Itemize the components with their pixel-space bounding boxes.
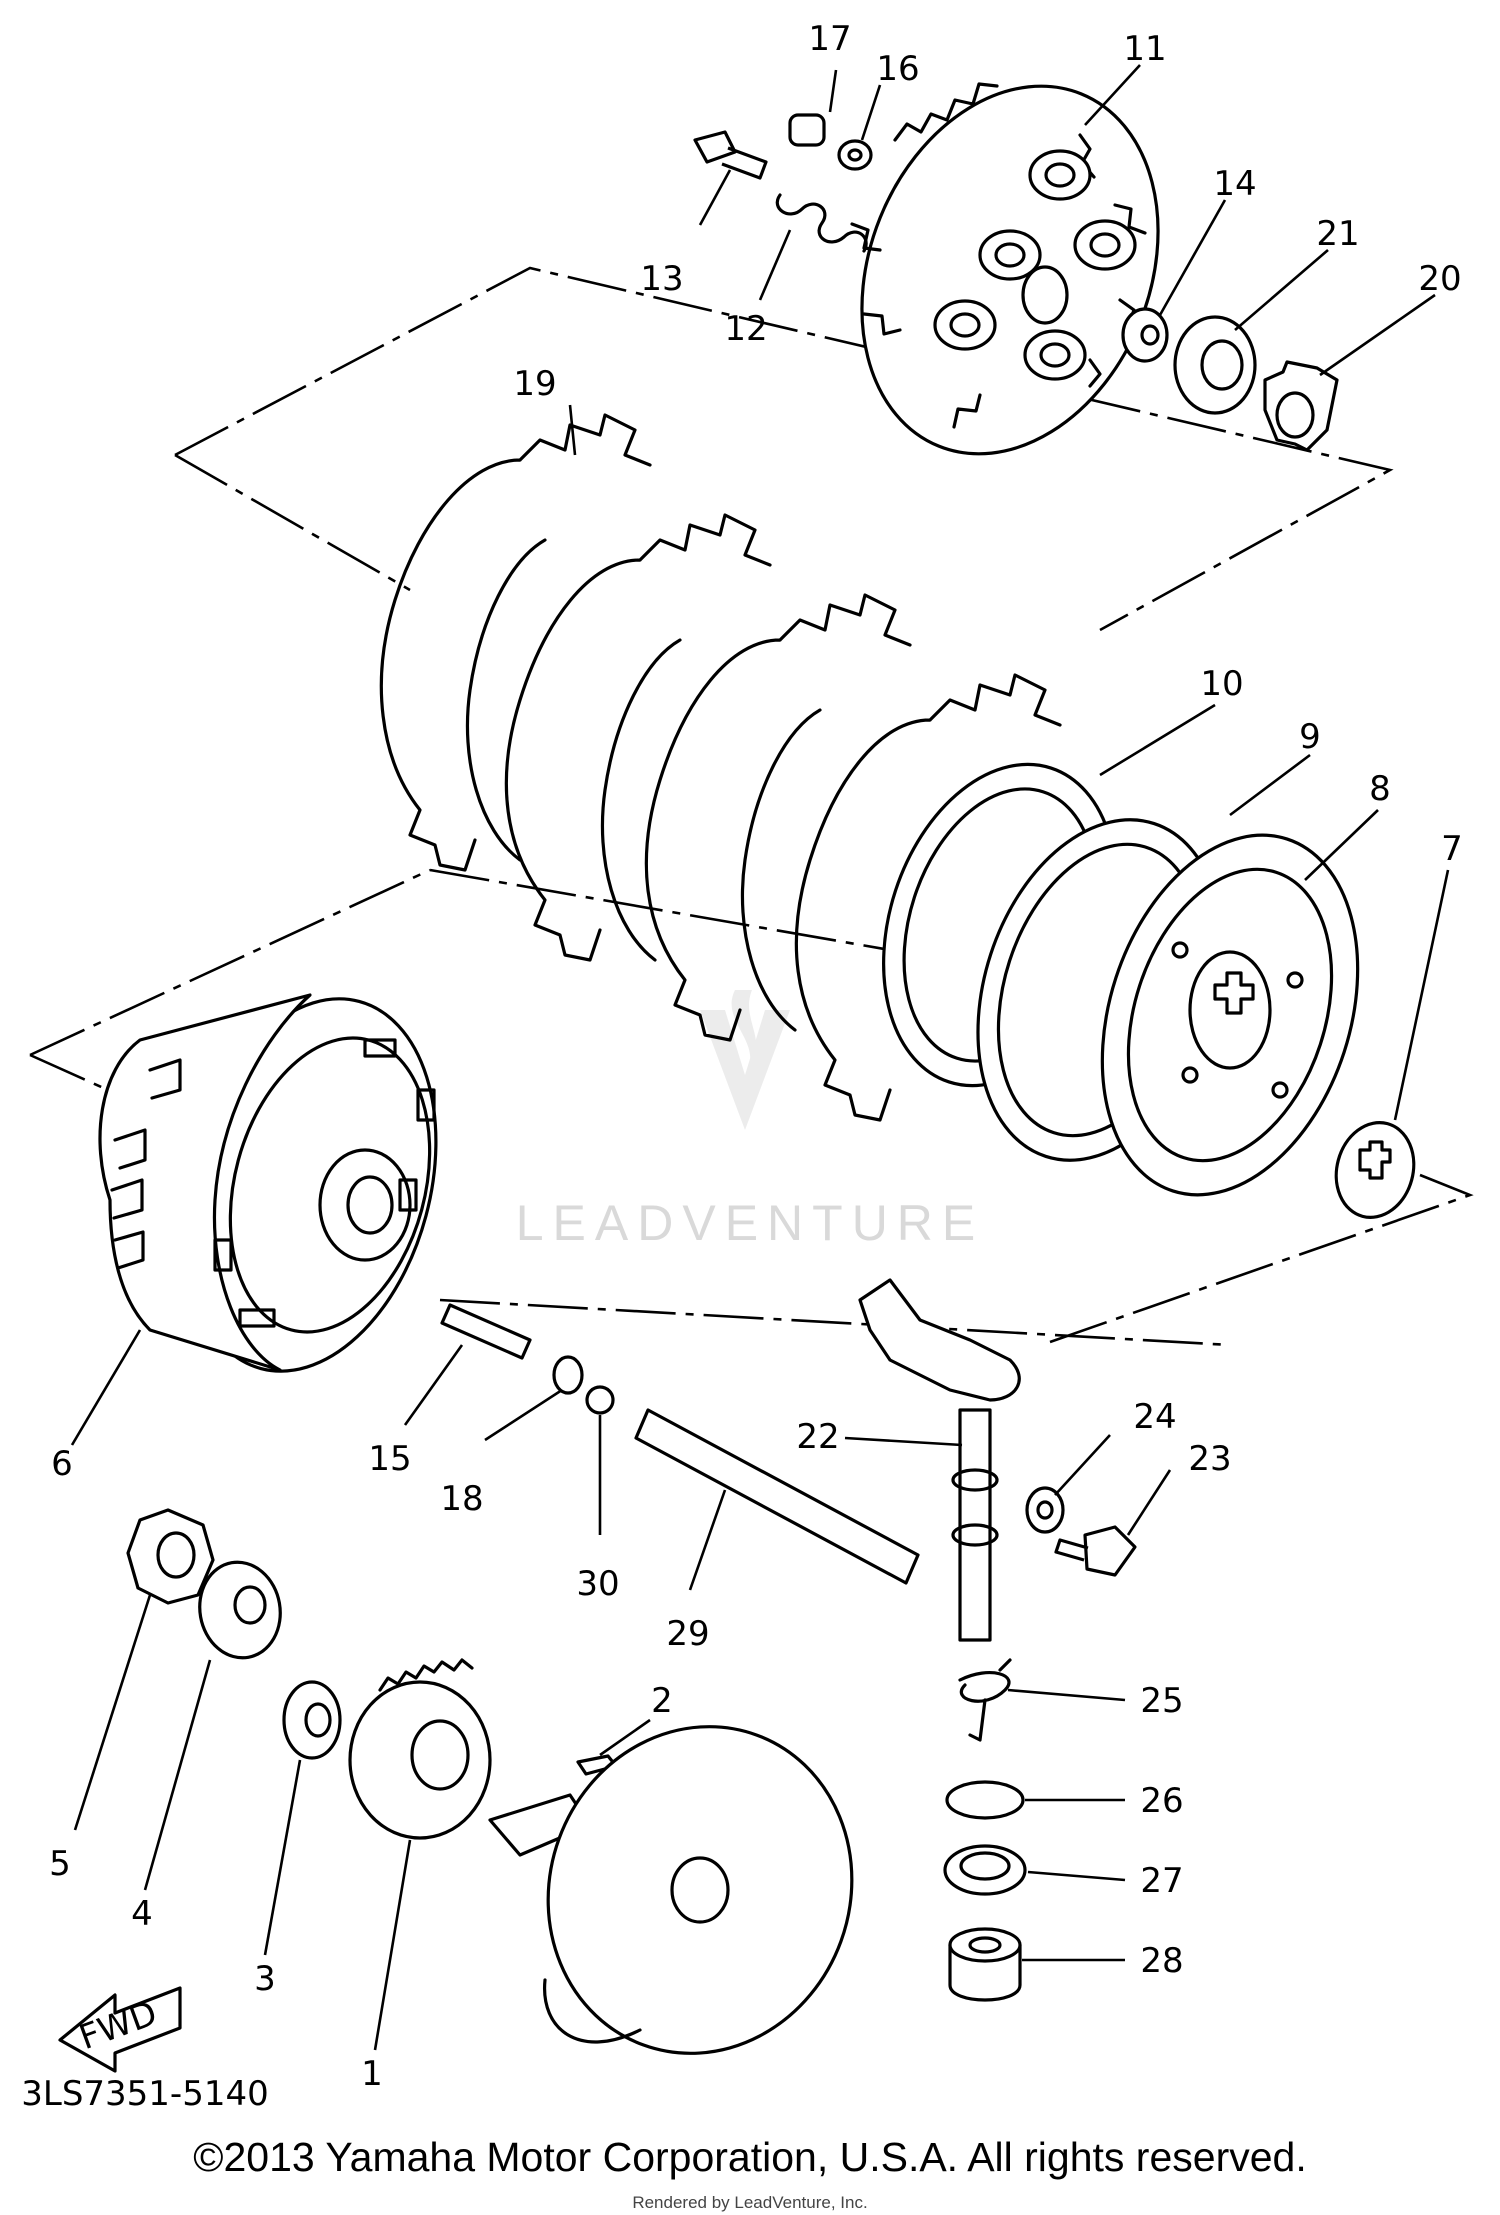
callout-23: 23 — [1188, 1439, 1231, 1479]
callout-10: 10 — [1200, 664, 1243, 704]
spring-25 — [958, 1658, 1012, 1742]
callout-7: 7 — [1441, 829, 1463, 869]
lever-small-parts — [943, 1658, 1027, 2002]
callout-29: 29 — [666, 1614, 709, 1654]
ball-18-cap — [552, 1355, 584, 1395]
clutch-boss — [1100, 833, 1360, 1197]
callout-12: 12 — [724, 309, 767, 349]
watermark-text: LEADVENTURE — [516, 1195, 985, 1251]
circlip-26 — [945, 1780, 1025, 1820]
lock-washer-20 — [1263, 360, 1339, 452]
callout-1: 1 — [361, 2054, 383, 2094]
callout-labels: 17 16 11 14 21 20 13 12 19 10 9 8 7 6 15… — [21, 19, 1463, 2114]
callout-11: 11 — [1123, 29, 1166, 69]
bearing-21 — [1173, 315, 1257, 415]
rendered-by-credit: Rendered by LeadVenture, Inc. — [632, 2193, 868, 2212]
copyright-notice: ©2013 Yamaha Motor Corporation, U.S.A. A… — [193, 2134, 1307, 2180]
push-lever — [858, 1278, 1137, 1642]
fwd-arrow: FWD — [58, 1986, 182, 2073]
pressure-plate — [850, 82, 1160, 456]
callout-21: 21 — [1316, 214, 1359, 254]
callout-18: 18 — [440, 1479, 483, 1519]
spring-part — [775, 193, 868, 253]
nut-5 — [126, 1508, 215, 1605]
washer-14 — [1121, 307, 1169, 363]
gear-1 — [348, 1680, 492, 1840]
callout-30: 30 — [576, 1564, 619, 1604]
nut-part — [788, 113, 826, 147]
primary-drive-drum — [546, 1725, 854, 2055]
watermark: LEADVENTURE — [516, 990, 985, 1251]
callout-26: 26 — [1140, 1781, 1183, 1821]
callout-28: 28 — [1140, 1941, 1183, 1981]
callout-20: 20 — [1418, 259, 1461, 299]
push-rods — [440, 1303, 920, 1585]
lock-washer-4 — [198, 1560, 282, 1660]
clutch-housing — [98, 993, 438, 1373]
callout-9: 9 — [1299, 717, 1321, 757]
plate-3 — [282, 1680, 342, 1760]
callout-3: 3 — [254, 1959, 276, 1999]
callout-17: 17 — [808, 19, 851, 59]
bolt-23 — [1054, 1525, 1137, 1577]
callout-13: 13 — [640, 259, 683, 299]
upper-hardware — [693, 113, 1339, 452]
callout-27: 27 — [1140, 1861, 1183, 1901]
washer-part — [837, 139, 873, 171]
callout-24: 24 — [1133, 1397, 1176, 1437]
callout-8: 8 — [1369, 769, 1391, 809]
callout-19: 19 — [513, 364, 556, 404]
lock-washer — [1334, 1121, 1416, 1219]
callout-16: 16 — [876, 49, 919, 89]
primary-drive-parts — [126, 1508, 854, 2055]
push-rod-15 — [440, 1303, 532, 1360]
callout-22: 22 — [796, 1417, 839, 1457]
callout-15: 15 — [368, 1439, 411, 1479]
washer-24 — [1025, 1486, 1065, 1534]
leader-lines — [70, 64, 1450, 2051]
callout-25: 25 — [1140, 1681, 1183, 1721]
ball-30 — [585, 1385, 615, 1415]
diagram-code: 3LS7351-5140 — [21, 2074, 268, 2114]
callout-14: 14 — [1213, 164, 1256, 204]
callout-6: 6 — [51, 1444, 73, 1484]
callout-5: 5 — [49, 1844, 71, 1884]
callout-2: 2 — [651, 1681, 673, 1721]
callout-4: 4 — [131, 1894, 153, 1934]
push-rod-29 — [634, 1408, 920, 1585]
